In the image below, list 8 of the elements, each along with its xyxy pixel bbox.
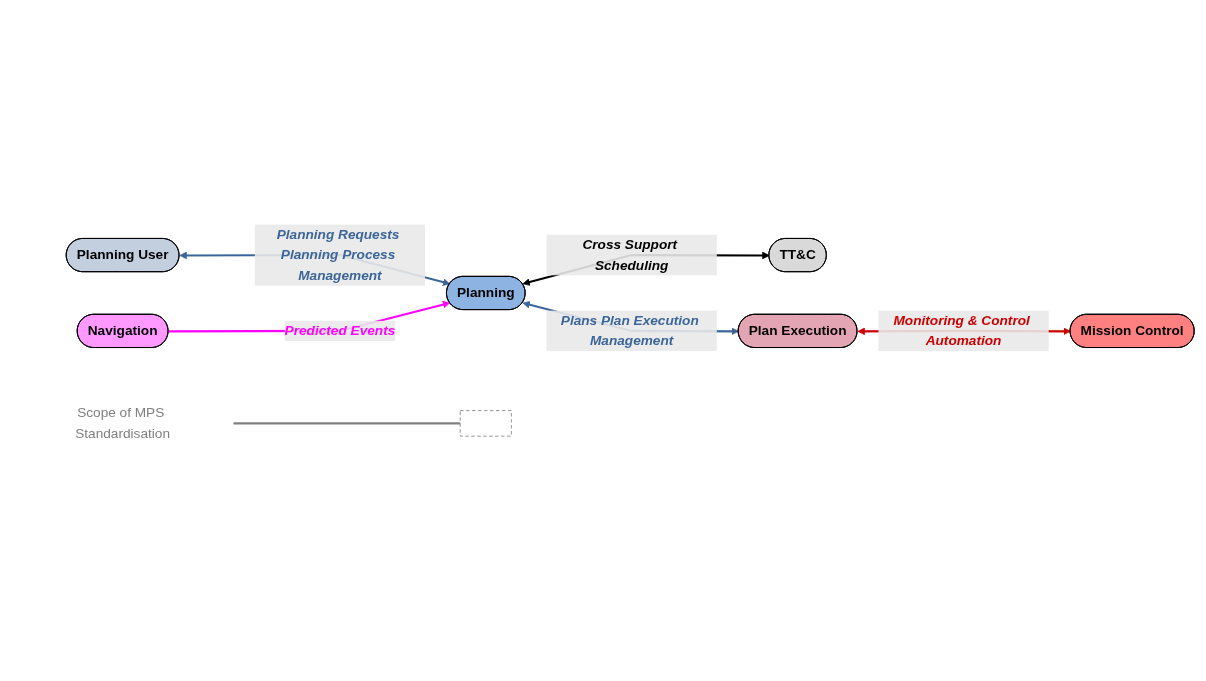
edge-label: Planning Requests Planning Process Management bbox=[276, 226, 400, 283]
node-box bbox=[459, 410, 512, 437]
connector bbox=[233, 422, 461, 425]
node-text: Scope of MPS Standardisation bbox=[75, 405, 170, 441]
edge-label: Plans Plan Execution Management bbox=[560, 313, 699, 348]
edge-label: Monitoring & Control Automation bbox=[893, 313, 1030, 348]
edge-label: Cross Support Scheduling bbox=[582, 237, 678, 273]
edge-label: Predicted Events bbox=[284, 323, 396, 338]
